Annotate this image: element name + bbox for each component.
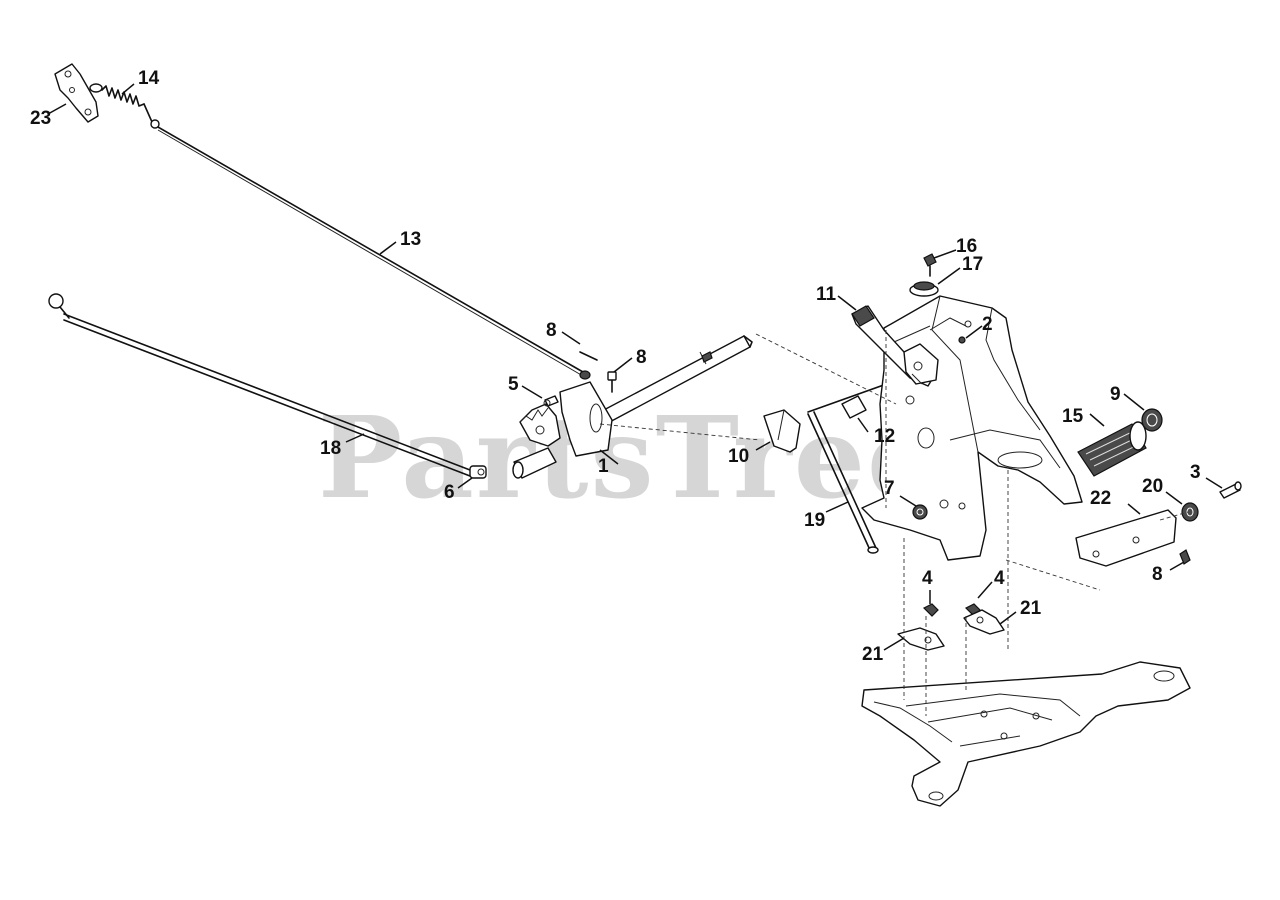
callout-5: 5 [508,374,519,395]
part-14-spring [89,83,153,123]
callout-19: 19 [804,510,825,531]
callouts: 1 2 3 4 4 5 6 7 8 8 8 9 10 11 12 13 14 1… [30,68,1201,665]
callout-11: 11 [816,284,837,305]
callout-22: 22 [1090,488,1111,509]
callout-15: 15 [1062,406,1084,427]
callout-16: 16 [956,236,977,257]
callout-3: 3 [1190,462,1201,483]
callout-18: 18 [320,438,341,459]
part-9-cap [1141,408,1163,432]
leader-lines [47,83,1223,651]
callout-13: 13 [400,229,421,250]
part-4-nut-left [922,603,939,617]
part-20-washer [1181,502,1199,522]
part-7-nut [912,504,928,520]
callout-4-right: 4 [994,568,1005,589]
callout-7: 7 [884,478,895,499]
callout-17: 17 [962,254,983,275]
part-3-bolt [1219,481,1242,499]
callout-9: 9 [1110,384,1121,405]
callout-21-right: 21 [1020,598,1042,619]
part-6-fitting [469,465,487,479]
callout-6: 6 [444,482,455,503]
part-11-lever [851,305,939,387]
part-2-screw [958,336,966,344]
callout-8-upper-left: 8 [546,320,557,341]
callout-23: 23 [30,108,51,129]
part-8-screw-lower [1179,549,1191,565]
callout-14: 14 [138,68,160,89]
part-12-clip [841,395,867,419]
callout-10: 10 [728,446,749,467]
callout-21-left: 21 [862,644,884,665]
part-15-pedal-pad [1077,421,1147,477]
part-18-rod [48,293,471,477]
part-21-clip-right [963,609,1005,635]
callout-8-lower: 8 [1152,564,1163,585]
assembly-lines [599,330,1189,716]
callout-2: 2 [982,314,993,335]
part-22-plate [1075,509,1177,567]
part-23-bracket [54,63,99,123]
callout-8-upper-right: 8 [636,347,647,368]
part-10-bracket [763,409,801,453]
callout-1: 1 [598,456,609,477]
callout-20: 20 [1142,476,1163,497]
part-13-cable [150,119,591,380]
part-16-bolt [923,253,937,277]
part-17-knob [909,281,939,297]
callout-4-left: 4 [922,568,933,589]
base-frame [861,661,1191,807]
part-21-clip-left [897,627,945,651]
shaft-assembly [512,335,753,479]
callout-12: 12 [874,426,895,447]
